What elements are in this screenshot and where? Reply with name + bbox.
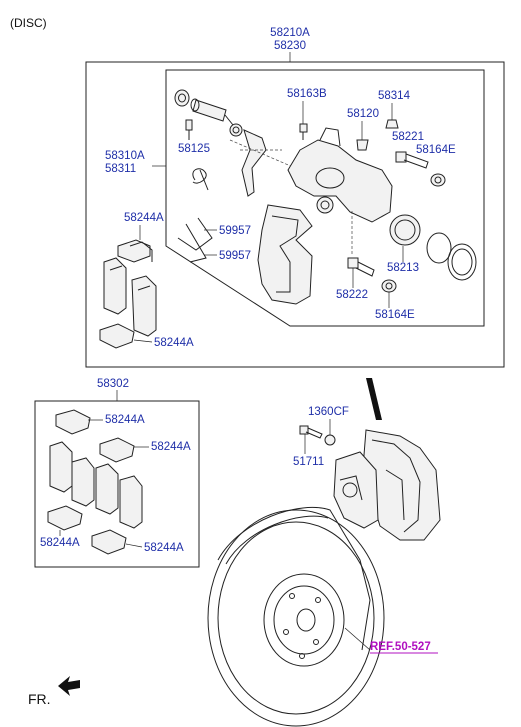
guide-rod-part	[190, 98, 243, 137]
label-58164E-top[interactable]: 58164E	[416, 144, 456, 156]
brake-pad-right-part	[131, 275, 157, 337]
label-59957-a[interactable]: 59957	[219, 225, 251, 237]
dash-guide-2	[229, 139, 301, 171]
label-58302[interactable]: 58302	[97, 378, 129, 390]
caliper-housing-part	[287, 127, 393, 223]
front-arrow-icon	[58, 676, 80, 696]
lower-bolt-part	[347, 257, 375, 277]
label-58120[interactable]: 58120	[347, 108, 379, 120]
label-58244A-kit-2[interactable]: 58244A	[151, 441, 191, 453]
guide-bolt-part	[395, 151, 429, 169]
kit-pad-4-part	[119, 475, 143, 529]
label-58163B[interactable]: 58163B	[287, 88, 327, 100]
bolt-51711-part	[299, 425, 323, 439]
label-58244A-lower[interactable]: 58244A	[154, 337, 194, 349]
label-58221[interactable]: 58221	[392, 131, 424, 143]
bleeder-screw-part	[299, 123, 308, 140]
kit-pad-3-part	[95, 463, 119, 515]
spring-59957-part	[177, 217, 213, 263]
spring-clip-part	[192, 168, 209, 191]
label-58244A-kit-4[interactable]: 58244A	[144, 542, 184, 554]
bleeder-cap-part	[174, 89, 190, 107]
assembled-caliper-part	[333, 429, 441, 541]
label-58230[interactable]: 58230	[274, 40, 306, 52]
bolt-1360CF-part	[324, 434, 336, 446]
pad-kit-box	[34, 400, 200, 568]
shim-lower-part	[99, 323, 135, 349]
bleeder-cap-58314-part	[385, 119, 399, 129]
leader-kit-4	[125, 543, 143, 548]
kit-pad-2-part	[71, 457, 95, 507]
label-58310A[interactable]: 58310A	[105, 150, 145, 162]
kit-pad-1-part	[49, 441, 73, 493]
label-58314[interactable]: 58314	[378, 90, 411, 102]
label-58125[interactable]: 58125	[178, 143, 210, 155]
kit-shim-4-part	[91, 529, 127, 555]
kit-shim-3-part	[47, 505, 83, 531]
caliper-assembly-box	[85, 61, 505, 368]
caliper-inner-frame	[165, 69, 485, 327]
kit-shim-1-part	[55, 409, 91, 435]
dust-shield-part	[217, 506, 371, 651]
reference-label[interactable]: REF.50-527	[370, 641, 431, 653]
label-58244A-upper[interactable]: 58244A	[124, 212, 164, 224]
label-58244A-kit-1[interactable]: 58244A	[105, 414, 145, 426]
front-label: FR.	[28, 691, 51, 707]
label-58213[interactable]: 58213	[387, 262, 419, 274]
leader-58244A-lower	[133, 339, 153, 343]
retainer-bracket-part	[241, 129, 267, 197]
leader-reference	[344, 627, 371, 651]
piston-part	[389, 214, 477, 281]
pointer-arrow	[366, 378, 382, 420]
label-58244A-kit-3[interactable]: 58244A	[40, 537, 80, 549]
label-58222[interactable]: 58222	[336, 289, 368, 301]
label-51711[interactable]: 51711	[293, 456, 324, 468]
brake-pad-left-part	[103, 257, 127, 315]
label-1360CF[interactable]: 1360CF	[308, 406, 349, 418]
bleeder-58120-part	[356, 139, 369, 151]
label-58210A[interactable]: 58210A	[270, 27, 310, 39]
label-59957-b[interactable]: 59957	[219, 250, 251, 262]
label-58311[interactable]: 58311	[105, 163, 136, 175]
label-58164E-bottom[interactable]: 58164E	[375, 309, 415, 321]
guide-rod-small-part	[185, 119, 193, 140]
shim-upper-part	[117, 239, 153, 263]
section-title: (DISC)	[10, 16, 47, 30]
brake-disc-part	[207, 509, 385, 727]
kit-shim-2-part	[99, 437, 135, 463]
caliper-carrier-part	[257, 204, 313, 305]
lower-boot-part	[381, 279, 397, 293]
guide-boot-part	[430, 173, 446, 187]
